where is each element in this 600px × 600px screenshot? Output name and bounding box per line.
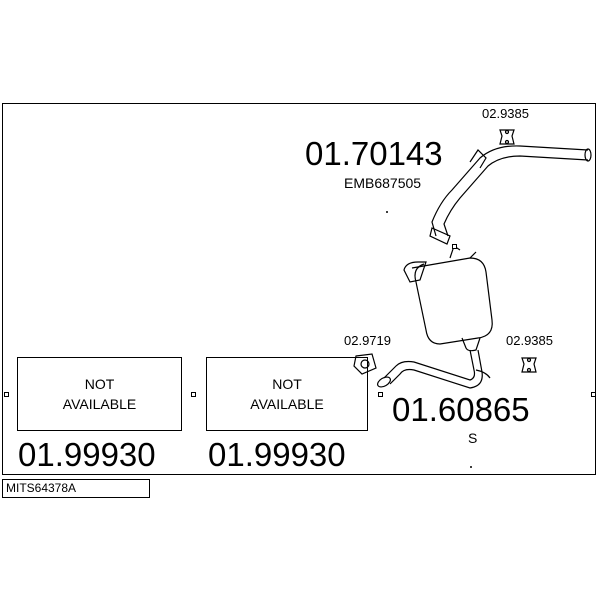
frame-marker-mid: [191, 392, 196, 397]
rear-box-suffix: S: [468, 430, 478, 446]
clamp-drawing: [353, 353, 377, 375]
unavailable-box-1: NOT AVAILABLE: [17, 357, 182, 431]
rear-box-number: 01.60865: [392, 391, 530, 428]
reference-label: MITS64378A: [2, 479, 150, 498]
frame-marker-left: [4, 392, 9, 397]
front-pipe-sublabel: EMB687505: [344, 175, 422, 191]
unavailable-number-1: 01.99930: [18, 436, 156, 473]
front-pipe-number: 01.70143: [305, 135, 443, 172]
mounting-right-drawing: [521, 357, 537, 373]
frame-marker-right: [378, 392, 383, 397]
rear-silencer-drawing: [377, 245, 493, 389]
unavailable-number-2: 01.99930: [208, 436, 346, 473]
front-pipe-drawing: [429, 145, 592, 245]
frame-marker-edge: [591, 392, 596, 397]
mounting-top-drawing: [499, 129, 515, 145]
clamp-number: 02.9719: [344, 333, 391, 348]
unavailable-box-2: NOT AVAILABLE: [206, 357, 368, 431]
diagram-frame: [2, 103, 596, 475]
mounting-right-number: 02.9385: [506, 333, 553, 348]
pipe-joint-marker: [452, 244, 457, 249]
mounting-top-number: 02.9385: [482, 106, 529, 121]
